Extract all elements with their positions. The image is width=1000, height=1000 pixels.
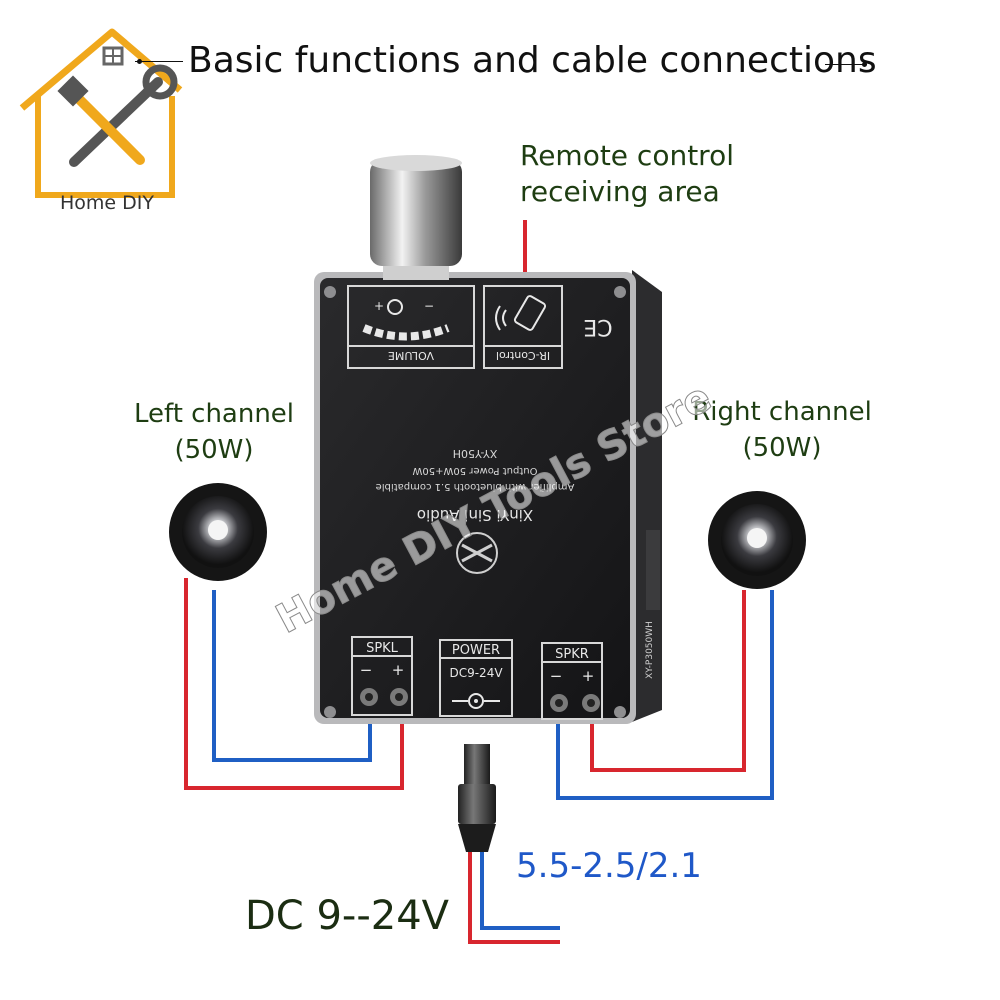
volume-panel — [347, 285, 475, 369]
screw-icon — [324, 706, 336, 718]
board-brand: XinYi Sini Audio — [417, 506, 533, 524]
right-speaker-wires — [556, 590, 774, 800]
right-channel-line2: (50W) — [742, 433, 822, 463]
spkr-minus: − — [550, 667, 563, 685]
remote-label-line2: receiving area — [520, 175, 720, 208]
dc-input-label: DC 9--24V — [245, 893, 450, 939]
board-desc-line1: Amplifier with bluetooth 5.1 compatible — [376, 481, 575, 492]
remote-signal-icon — [495, 295, 547, 331]
screw-icon — [324, 286, 336, 298]
screw-icon — [614, 286, 626, 298]
ir-panel — [483, 285, 563, 369]
ce-mark: CE — [583, 314, 612, 339]
left-channel-label: Left channel (50W) — [104, 396, 324, 468]
dc-plug-icon — [458, 744, 496, 852]
spkl-plus: + — [392, 661, 405, 679]
spkr-label: SPKR — [555, 647, 589, 662]
left-channel-line1: Left channel — [133, 399, 295, 429]
remote-receiver-label: Remote control receiving area — [520, 138, 780, 210]
power-jack[interactable]: POWER DC9-24V — [439, 639, 513, 717]
ir-control-label: IR-Control — [496, 349, 550, 362]
volume-scale-icon — [362, 324, 450, 341]
logo-text: Home DIY — [60, 192, 154, 214]
right-speaker — [708, 491, 806, 589]
right-channel-line1: Right channel — [692, 397, 872, 427]
power-range-label: DC9-24V — [449, 666, 503, 680]
left-speaker-wires — [184, 578, 404, 790]
page-title: Basic functions and cable connections — [188, 40, 877, 81]
logo — [12, 10, 187, 220]
spkl-minus: − — [360, 661, 373, 679]
left-channel-line2: (50W) — [174, 435, 254, 465]
volume-plus: + — [374, 299, 384, 313]
left-speaker — [169, 483, 267, 581]
board-side-port — [646, 530, 660, 610]
connector-size-label: 5.5-2.5/2.1 — [516, 846, 702, 886]
volume-minus: − — [424, 299, 434, 313]
board-model: XY-Y50H — [453, 447, 498, 460]
power-label: POWER — [452, 643, 500, 658]
board-print: XinYi Sini Audio Amplifier with bluetoot… — [376, 447, 575, 524]
volume-label: VOLUME — [388, 349, 434, 362]
screw-icon — [614, 706, 626, 718]
amplifier-board — [320, 278, 630, 718]
volume-knob[interactable] — [370, 155, 462, 280]
spkr-plus: + — [582, 667, 595, 685]
power-wires — [468, 850, 560, 944]
title-dot-left — [135, 61, 183, 62]
polarity-icon — [468, 693, 484, 709]
house-tools-icon — [19, 28, 183, 198]
spkr-terminal[interactable]: SPKR − + — [541, 642, 603, 720]
spkl-label: SPKL — [366, 641, 399, 656]
spkl-terminal[interactable]: SPKL − + — [351, 636, 413, 716]
title-rule-right — [825, 64, 867, 65]
right-channel-label: Right channel (50W) — [672, 394, 892, 466]
title-rule-marker — [862, 62, 867, 67]
speaker-icon — [387, 299, 403, 315]
board-desc-line2: Output Power 50W+50W — [412, 465, 537, 476]
brand-emblem-icon — [456, 532, 498, 574]
board-side-code: XY-P3050WH — [645, 621, 655, 679]
remote-label-line1: Remote control — [520, 139, 734, 172]
title-dot-marker — [137, 59, 142, 64]
